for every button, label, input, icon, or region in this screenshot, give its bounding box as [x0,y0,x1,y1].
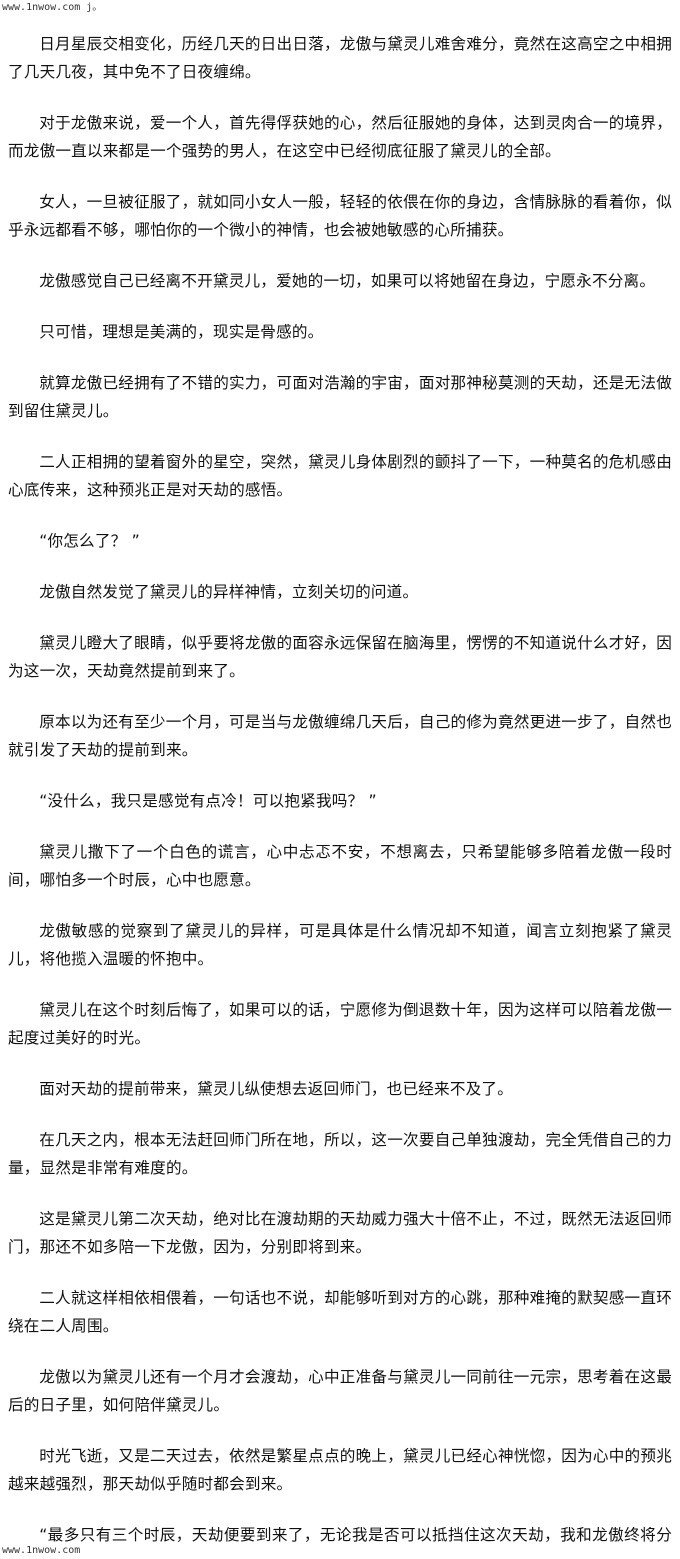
paragraph: 黛灵儿撒下了一个白色的谎言，心中忐忑不安，不想离去，只希望能够多陪着龙傲一段时间… [8,843,672,889]
paragraph: “没什么，我只是感觉有点冷！可以抱紧我吗？ ” [39,792,377,810]
paragraph: 二人就这样相依相偎着，一句话也不说，却能够听到对方的心跳，那种难掩的默契感一直环… [8,1289,672,1335]
paragraph: 只可惜，理想是美满的，现实是骨感的。 [39,323,324,341]
paragraph: 龙傲以为黛灵儿还有一个月才会渡劫，心中正准备与黛灵儿一同前往一元宗，思考着在这最… [8,1368,672,1414]
paragraph: 原本以为还有至少一个月，可是当与龙傲缠绵几天后，自己的修为竟然更进一步了，自然也… [8,713,672,759]
watermark-top: www.1nwow.com j。 [2,2,103,13]
paragraph: 日月星辰交相变化，历经几天的日出日落，龙傲与黛灵儿难舍难分，竟然在这高空之中相拥… [8,35,672,81]
paragraph: 龙傲感觉自己已经离不开黛灵儿，爱她的一切，如果可以将她留在身边，宁愿永不分离。 [39,272,656,290]
watermark-bottom: www.1nwow.com [2,1545,81,1556]
paragraph: 女人，一旦被征服了，就如同小女人一般，轻轻的依偎在你的身边，含情脉脉的看着你，似… [8,193,672,239]
paragraph: 面对天劫的提前带来，黛灵儿纵使想去返回师门，也已经来不及了。 [39,1080,514,1098]
paragraph: 龙傲敏感的觉察到了黛灵儿的异样，可是具体是什么情况却不知道，闻言立刻抱紧了黛灵儿… [8,922,672,968]
paragraph: “你怎么了？ ” [39,532,140,550]
paragraph: 就算龙傲已经拥有了不错的实力，可面对浩瀚的宇宙，面对那神秘莫测的天劫，还是无法做… [8,374,672,420]
paragraph: 在几天之内，根本无法赶回师门所在地，所以，这一次要自己单独渡劫，完全凭借自己的力… [8,1131,672,1177]
paragraph: 二人正相拥的望着窗外的星空，突然，黛灵儿身体剧烈的颤抖了一下，一种莫名的危机感由… [8,453,672,499]
paragraph: 龙傲自然发觉了黛灵儿的异样神情，立刻关切的问道。 [39,583,419,601]
paragraph: 黛灵儿在这个时刻后悔了，如果可以的话，宁愿修为倒退数十年，因为这样可以陪着龙傲一… [8,1001,672,1047]
paragraph: 时光飞逝，又是二天过去，依然是繁星点点的晚上，黛灵儿已经心神恍惚，因为心中的预兆… [8,1447,672,1493]
paragraph: 对于龙傲来说，爱一个人，首先得俘获她的心，然后征服她的身体，达到灵肉合一的境界，… [8,114,672,160]
paragraph: 黛灵儿瞪大了眼睛，似乎要将龙傲的面容永远保留在脑海里，愣愣的不知道说什么才好，因… [8,634,672,680]
paragraph: “最多只有三个时辰，天劫便要到来了，无论我是否可以抵挡住这次天劫，我和龙傲终将分… [39,1526,672,1544]
paragraph: 这是黛灵儿第二次天劫，绝对比在渡劫期的天劫威力强大十倍不止，不过，既然无法返回师… [8,1210,672,1256]
document-body: 日月星辰交相变化，历经几天的日出日落，龙傲与黛灵儿难舍难分，竟然在这高空之中相拥… [0,30,680,1545]
